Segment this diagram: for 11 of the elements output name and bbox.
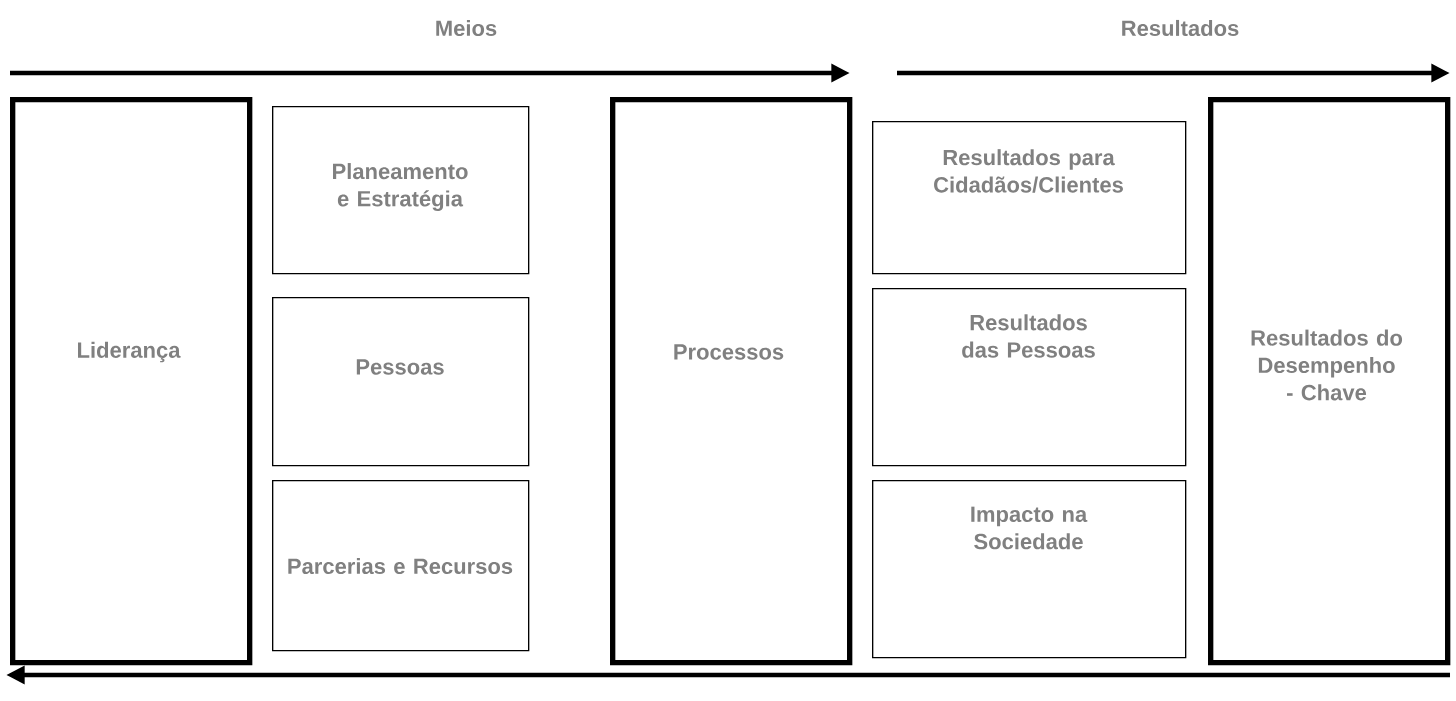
- criterion-box: Pessoas: [272, 297, 530, 467]
- panel: Processos: [610, 97, 853, 666]
- criterion-box: Resultados das Pessoas: [872, 288, 1187, 467]
- criterion-box: Planeamento e Estratégia: [272, 106, 530, 275]
- section-heading: Resultados: [1122, 19, 1239, 37]
- panel: Resultados do Desempenho - Chave: [1208, 97, 1451, 666]
- criterion-box: Impacto na Sociedade: [872, 480, 1187, 659]
- panel: Liderança: [10, 97, 253, 666]
- criterion-box: Parcerias e Recursos: [272, 480, 530, 652]
- section-heading: Meios: [436, 19, 497, 37]
- criterion-box: Resultados para Cidadãos/Clientes: [872, 121, 1187, 275]
